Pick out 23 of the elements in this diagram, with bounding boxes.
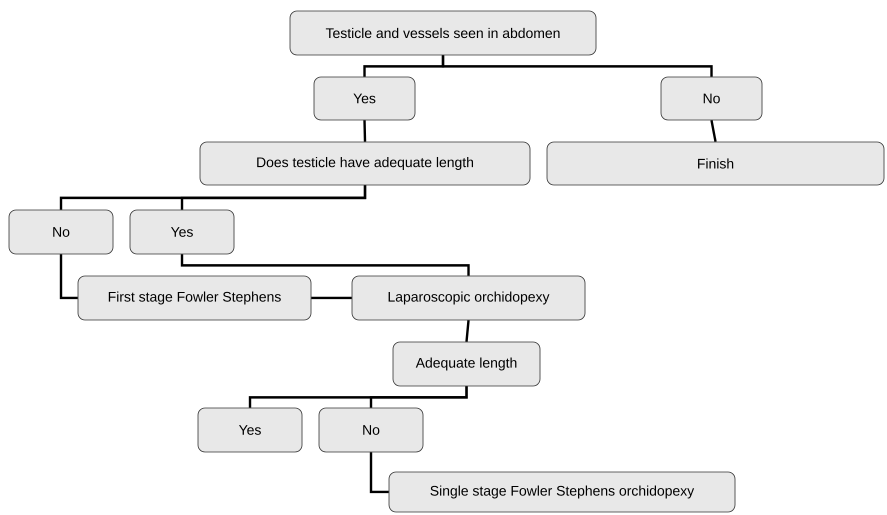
decision-box: Does testicle have adequate length — [200, 142, 530, 186]
decision-box: First stage Fowler Stephens — [78, 276, 312, 320]
connector-line — [363, 120, 366, 142]
decision-box: No — [318, 408, 424, 452]
connector-line — [465, 320, 470, 342]
decision-box: Finish — [546, 142, 884, 186]
connector-line — [180, 185, 366, 210]
decision-box: No — [8, 210, 114, 254]
connector-line — [180, 254, 470, 276]
connector-line — [710, 120, 717, 142]
connector-line — [60, 254, 78, 300]
decision-box: Laparoscopic orchidopexy — [352, 276, 586, 320]
connector-line — [311, 296, 352, 300]
connector-line — [370, 386, 468, 408]
decision-box: Single stage Fowler Stephens orchidopexy — [388, 472, 736, 512]
decision-box: No — [660, 76, 762, 120]
connector-line — [442, 55, 713, 77]
decision-box: Yes — [130, 210, 234, 254]
decision-box: Testicle and vessels seen in abdomen — [290, 10, 596, 56]
decision-box: Adequate length — [392, 342, 540, 386]
connector-line — [370, 452, 389, 494]
decision-box: Yes — [314, 76, 416, 120]
decision-box: Yes — [198, 408, 302, 452]
